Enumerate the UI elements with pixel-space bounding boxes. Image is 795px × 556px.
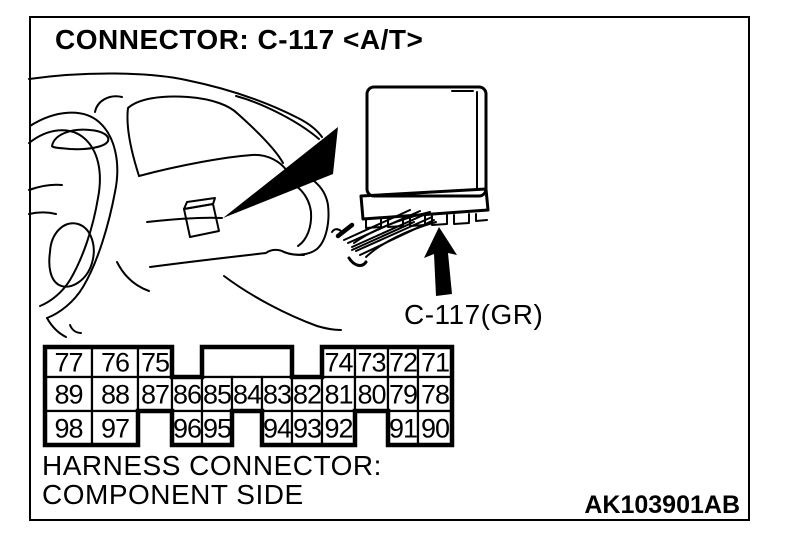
wheel-spoke-2 bbox=[28, 211, 57, 215]
blank-cell bbox=[200, 345, 294, 379]
dash-end-outer bbox=[283, 169, 330, 256]
pin-number-75: 75 bbox=[141, 348, 169, 378]
pin-number-89: 89 bbox=[54, 380, 82, 410]
pin-number-80: 80 bbox=[357, 380, 385, 410]
pin-number-78: 78 bbox=[421, 380, 449, 410]
pin-number-77: 77 bbox=[54, 348, 82, 378]
pin-number-97: 97 bbox=[101, 414, 129, 444]
pin-number-79: 79 bbox=[389, 380, 417, 410]
hood-corner-arc bbox=[94, 95, 123, 113]
steering-wheel bbox=[28, 111, 119, 338]
connector-label: C-117(GR) bbox=[404, 299, 544, 330]
pin-number-91: 91 bbox=[389, 414, 417, 444]
cluster-hood-left-line bbox=[126, 107, 140, 177]
pin-number-88: 88 bbox=[101, 380, 129, 410]
pin-cell-77 bbox=[43, 345, 94, 379]
harness-tip-fork bbox=[331, 228, 342, 233]
pin-cell-92 bbox=[320, 409, 357, 447]
harness-wires bbox=[343, 209, 435, 256]
pin-number-74: 74 bbox=[324, 348, 353, 378]
pin-number-90: 90 bbox=[421, 414, 449, 444]
wheel-hook bbox=[69, 324, 82, 334]
dash-cowl-inner-line bbox=[235, 95, 320, 140]
dash-mid-crease bbox=[138, 153, 288, 177]
pin-number-98: 98 bbox=[54, 414, 82, 444]
pin-number-84: 84 bbox=[233, 380, 262, 410]
pin-number-93: 93 bbox=[293, 414, 321, 444]
wheel-spoke-opening bbox=[48, 222, 95, 288]
connector-drawing bbox=[331, 85, 490, 296]
pin-number-94: 94 bbox=[263, 414, 292, 444]
dashboard-illustration bbox=[28, 72, 342, 338]
figure-id: AK103901AB bbox=[584, 491, 740, 519]
connector-location-marker bbox=[183, 197, 220, 238]
pin-cell-98 bbox=[43, 409, 94, 447]
pin-number-76: 76 bbox=[101, 348, 129, 378]
wheel-rim-inner bbox=[28, 129, 101, 307]
wheel-rim-bottom bbox=[46, 317, 67, 338]
pin-cell-81 bbox=[320, 375, 357, 413]
pin-grid-outline bbox=[42, 344, 455, 448]
pin-number-87: 87 bbox=[141, 380, 169, 410]
dash-cowl-line bbox=[28, 72, 323, 138]
harness-caption-line2: COMPONENT SIDE bbox=[42, 479, 304, 510]
harness-tip-curl bbox=[347, 256, 368, 267]
callout-triangle-icon bbox=[223, 127, 338, 218]
pin-number-85: 85 bbox=[203, 380, 231, 410]
figure-title: CONNECTOR: C-117 <A/T> bbox=[55, 24, 424, 55]
pin-number-81: 81 bbox=[324, 380, 352, 410]
wheel-rim-outer bbox=[29, 111, 119, 319]
pin-number-83: 83 bbox=[263, 380, 291, 410]
dash-lower-crease bbox=[146, 216, 223, 223]
pin-number-73: 73 bbox=[357, 348, 385, 378]
pin-number-82: 82 bbox=[293, 380, 321, 410]
side-vent bbox=[51, 128, 110, 151]
up-arrow-icon bbox=[424, 227, 457, 296]
cluster-hood-line bbox=[127, 95, 284, 164]
harness-caption-line1: HARNESS CONNECTOR: bbox=[42, 450, 382, 481]
connector-flange bbox=[359, 187, 490, 221]
connector-housing bbox=[365, 85, 488, 198]
wheel-spoke-1 bbox=[28, 183, 63, 191]
marker-top bbox=[183, 197, 216, 210]
console-sweep bbox=[223, 275, 342, 331]
pin-number-72: 72 bbox=[389, 348, 417, 378]
pin-number-96: 96 bbox=[173, 414, 201, 444]
pin-number-86: 86 bbox=[173, 380, 201, 410]
dash-bottom-line bbox=[149, 248, 305, 268]
pin-number-95: 95 bbox=[203, 414, 231, 444]
pin-number-92: 92 bbox=[324, 414, 352, 444]
pin-cell-85 bbox=[200, 375, 234, 413]
pin-number-71: 71 bbox=[421, 348, 449, 378]
wire-harness bbox=[331, 209, 437, 267]
harness-end-cap bbox=[335, 222, 355, 239]
steering-column-line bbox=[116, 261, 150, 292]
